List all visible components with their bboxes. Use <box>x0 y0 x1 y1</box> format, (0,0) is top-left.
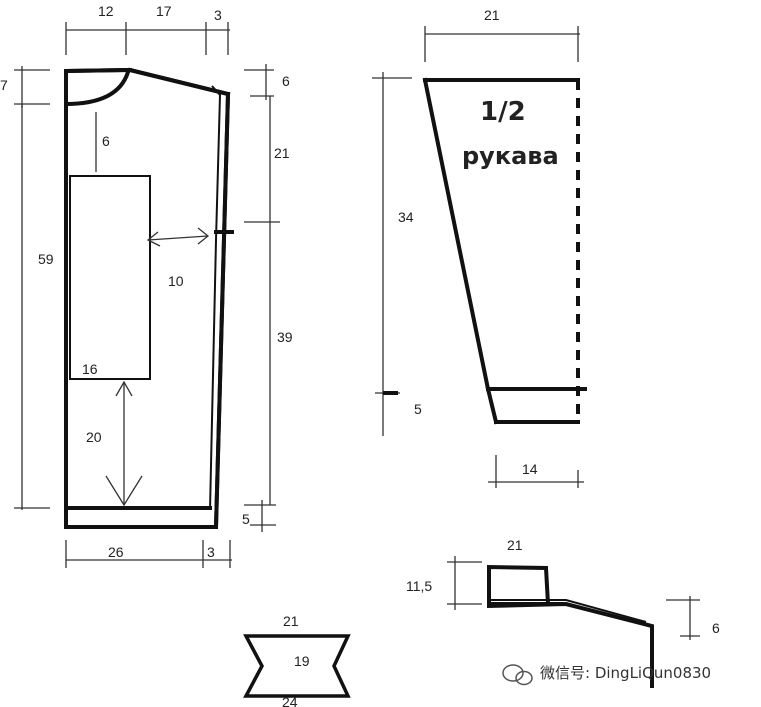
collar-stand <box>487 564 551 607</box>
dim-label: 34 <box>398 209 414 225</box>
watermark: 微信号: DingLiQun0830 <box>502 664 711 686</box>
front-edge <box>213 91 231 530</box>
dim-label: 6 <box>282 73 290 89</box>
body-piece: 12 17 3 7 59 6 21 39 5 26 3 <box>0 3 293 568</box>
sleeve-title-fraction: 1/2 <box>480 97 526 127</box>
dim-label: 21 <box>507 537 523 553</box>
dim-label: 5 <box>414 401 422 417</box>
dim-label: 10 <box>168 273 184 289</box>
collar-band <box>486 601 654 688</box>
dim-label: 19 <box>294 653 310 669</box>
dim-label: 21 <box>283 613 299 629</box>
dim-label: 5 <box>242 511 250 527</box>
wechat-icon <box>502 664 533 686</box>
collar-piece: 21 11,5 6 <box>406 537 720 688</box>
dim-label: 11,5 <box>406 578 432 594</box>
shoulder-line <box>63 67 133 74</box>
dim-label: 3 <box>207 544 215 560</box>
watermark-text: 微信号: DingLiQun0830 <box>540 664 711 682</box>
belt-outline <box>243 634 351 698</box>
dim-label: 17 <box>156 3 172 19</box>
dim-label: 21 <box>274 145 290 161</box>
pocket-rect <box>69 175 151 380</box>
dim-label: 20 <box>86 429 102 445</box>
dim-label: 26 <box>108 544 124 560</box>
front-band-inner <box>209 85 222 511</box>
dim-label: 3 <box>214 7 222 23</box>
dim-label: 39 <box>277 329 293 345</box>
neckline-curve <box>63 69 131 107</box>
dim-label: 6 <box>712 620 720 636</box>
dim-label: 14 <box>522 461 538 477</box>
belt-piece: 21 19 24 <box>243 613 351 707</box>
dim-label: 6 <box>102 133 110 149</box>
dim-label: 7 <box>0 77 8 93</box>
sleeve-piece: 21 34 5 1/2 рукава 14 <box>372 7 587 488</box>
dim-label: 24 <box>282 694 298 707</box>
dim-label: 59 <box>38 251 54 267</box>
shoulder-slope <box>127 67 231 97</box>
sleeve-title-word: рукава <box>462 142 559 170</box>
pocket-offset-arrow <box>147 235 209 241</box>
dim-label: 21 <box>484 7 500 23</box>
dim-label: 12 <box>98 3 114 19</box>
sleeve-side-seam <box>422 77 491 392</box>
dim-label: 16 <box>82 361 98 377</box>
